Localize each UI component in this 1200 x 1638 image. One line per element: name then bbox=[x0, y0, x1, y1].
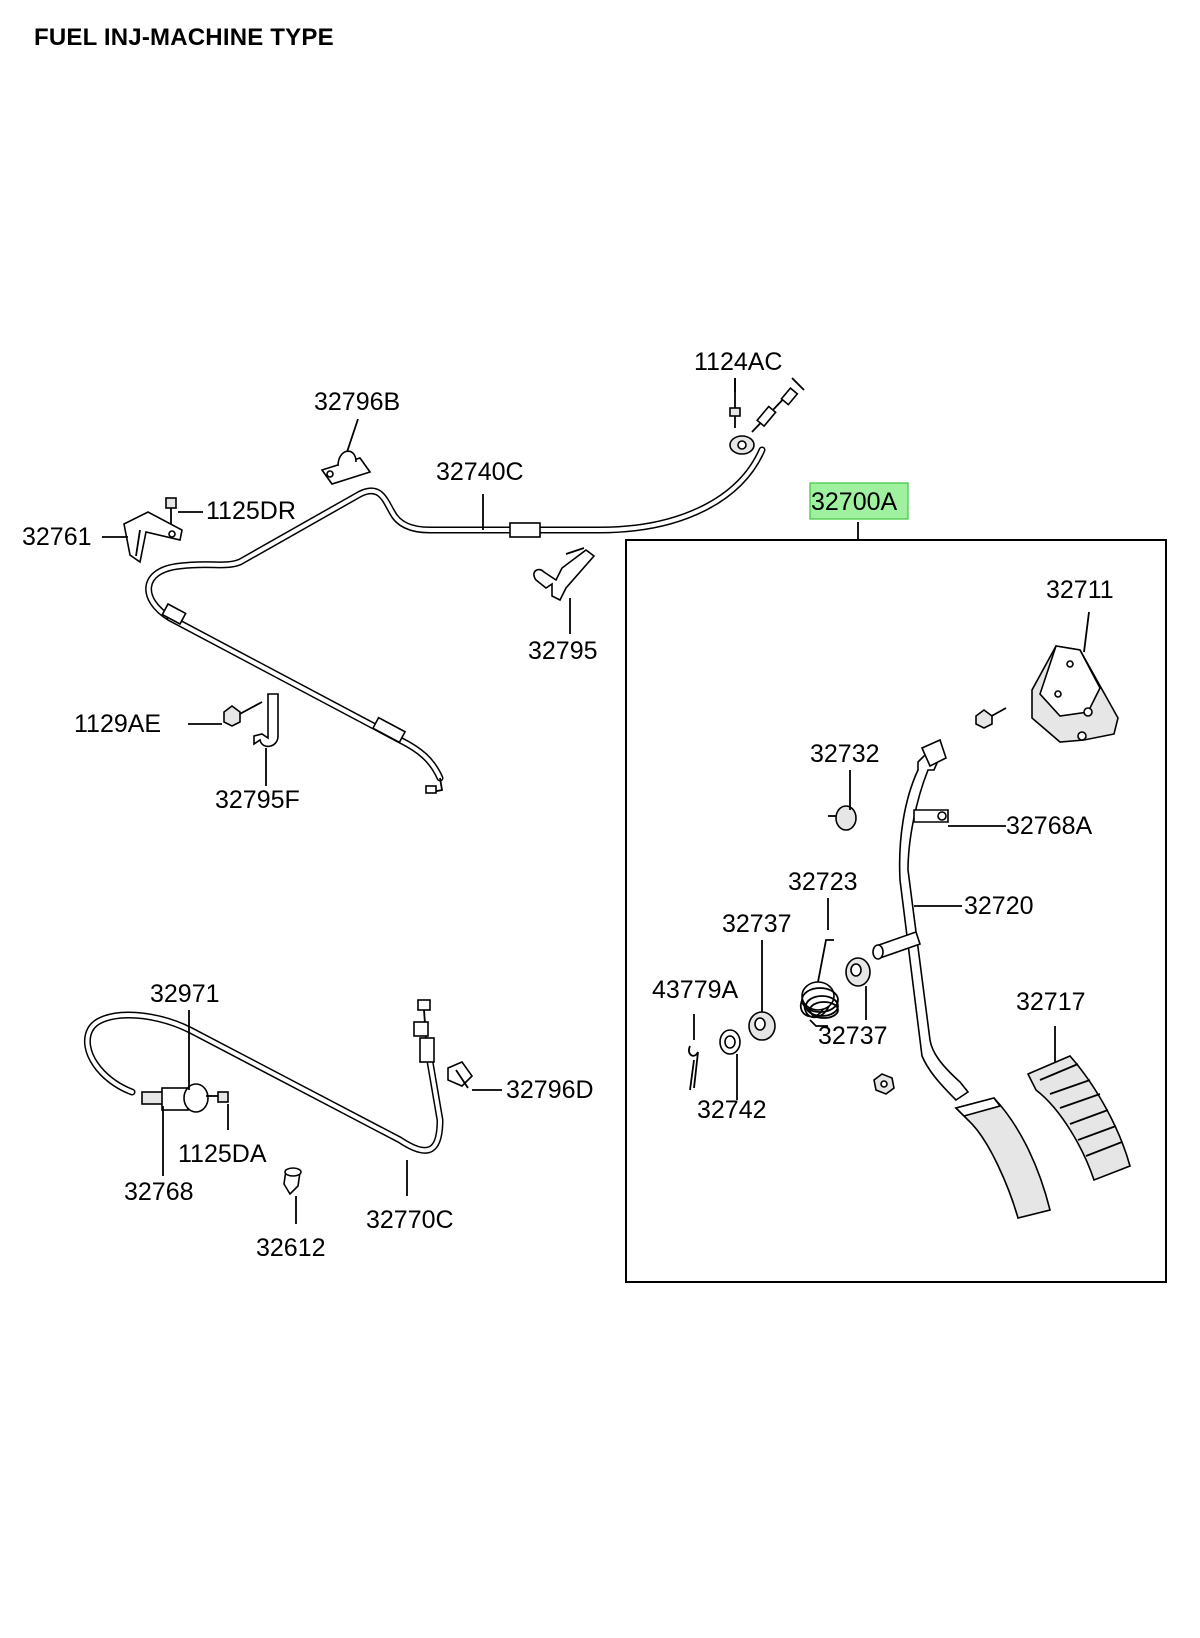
part-labels: 1124AC 32796B 32740C 32700A 1125DR 32761… bbox=[22, 348, 1114, 1262]
pin-43779A[interactable] bbox=[688, 1045, 699, 1091]
pedal-assembly-box bbox=[625, 539, 1167, 1283]
clip-32796D[interactable] bbox=[447, 1061, 474, 1089]
bracket-32795[interactable] bbox=[533, 547, 596, 602]
label-32768A[interactable]: 32768A bbox=[1006, 812, 1093, 840]
label-32796D[interactable]: 32796D bbox=[506, 1076, 594, 1104]
bushing-32737-right[interactable] bbox=[845, 957, 871, 987]
label-32732[interactable]: 32732 bbox=[810, 740, 880, 768]
label-32768[interactable]: 32768 bbox=[124, 1178, 194, 1206]
pivot-pin[interactable] bbox=[872, 930, 922, 960]
label-1125DR[interactable]: 1125DR bbox=[206, 497, 296, 525]
bolt-1125DR[interactable] bbox=[165, 497, 177, 524]
bracket-32761[interactable] bbox=[123, 511, 183, 564]
label-32720[interactable]: 32720 bbox=[964, 892, 1034, 920]
pedal-arm-32720[interactable] bbox=[898, 738, 970, 1102]
stopper-32612[interactable] bbox=[283, 1167, 302, 1196]
pedal-pad-32717[interactable] bbox=[1026, 1055, 1131, 1182]
label-32723[interactable]: 32723 bbox=[788, 868, 858, 896]
bolt-1125DA[interactable] bbox=[206, 1091, 229, 1103]
bushing-32737-left[interactable] bbox=[748, 1011, 776, 1041]
label-32795[interactable]: 32795 bbox=[528, 637, 598, 665]
label-32717[interactable]: 32717 bbox=[1016, 988, 1086, 1016]
label-1125DA[interactable]: 1125DA bbox=[178, 1140, 267, 1168]
label-32742[interactable]: 32742 bbox=[697, 1096, 767, 1124]
accelerator-cable-lower[interactable] bbox=[83, 999, 444, 1154]
pedal-housing-32711[interactable] bbox=[1031, 645, 1119, 743]
label-1129AE[interactable]: 1129AE bbox=[74, 710, 161, 738]
stopper-32732[interactable] bbox=[828, 805, 857, 831]
label-32737-right[interactable]: 32737 bbox=[818, 1022, 888, 1050]
label-32971[interactable]: 32971 bbox=[150, 980, 220, 1008]
page-title: FUEL INJ-MACHINE TYPE bbox=[34, 24, 334, 51]
accelerator-cable-upper[interactable] bbox=[145, 377, 805, 794]
spring-32723[interactable] bbox=[799, 939, 839, 1027]
clip-32796B[interactable] bbox=[320, 450, 372, 485]
label-32770C[interactable]: 32770C bbox=[366, 1206, 454, 1234]
label-32761[interactable]: 32761 bbox=[22, 523, 92, 551]
switch-32971[interactable] bbox=[141, 1083, 209, 1113]
bolt-1129AE[interactable] bbox=[223, 701, 263, 727]
label-1124AC[interactable]: 1124AC bbox=[694, 348, 783, 376]
label-32740C[interactable]: 32740C bbox=[436, 458, 524, 486]
leader-lines bbox=[102, 378, 1090, 1224]
label-32737-left[interactable]: 32737 bbox=[722, 910, 792, 938]
pedal-pad-arm[interactable] bbox=[954, 1097, 1051, 1219]
label-32711[interactable]: 32711 bbox=[1046, 576, 1114, 604]
label-43779A[interactable]: 43779A bbox=[652, 976, 739, 1004]
highlight-32700A bbox=[809, 482, 909, 520]
label-32796B[interactable]: 32796B bbox=[314, 388, 400, 416]
label-32700A[interactable]: 32700A bbox=[811, 488, 898, 516]
housing-bolt[interactable] bbox=[975, 707, 1007, 729]
label-32795F[interactable]: 32795F bbox=[215, 786, 300, 814]
nut[interactable] bbox=[873, 1073, 895, 1095]
bracket-32795F[interactable] bbox=[253, 693, 279, 748]
washer-32742[interactable] bbox=[719, 1029, 741, 1055]
label-32612[interactable]: 32612 bbox=[256, 1234, 326, 1262]
